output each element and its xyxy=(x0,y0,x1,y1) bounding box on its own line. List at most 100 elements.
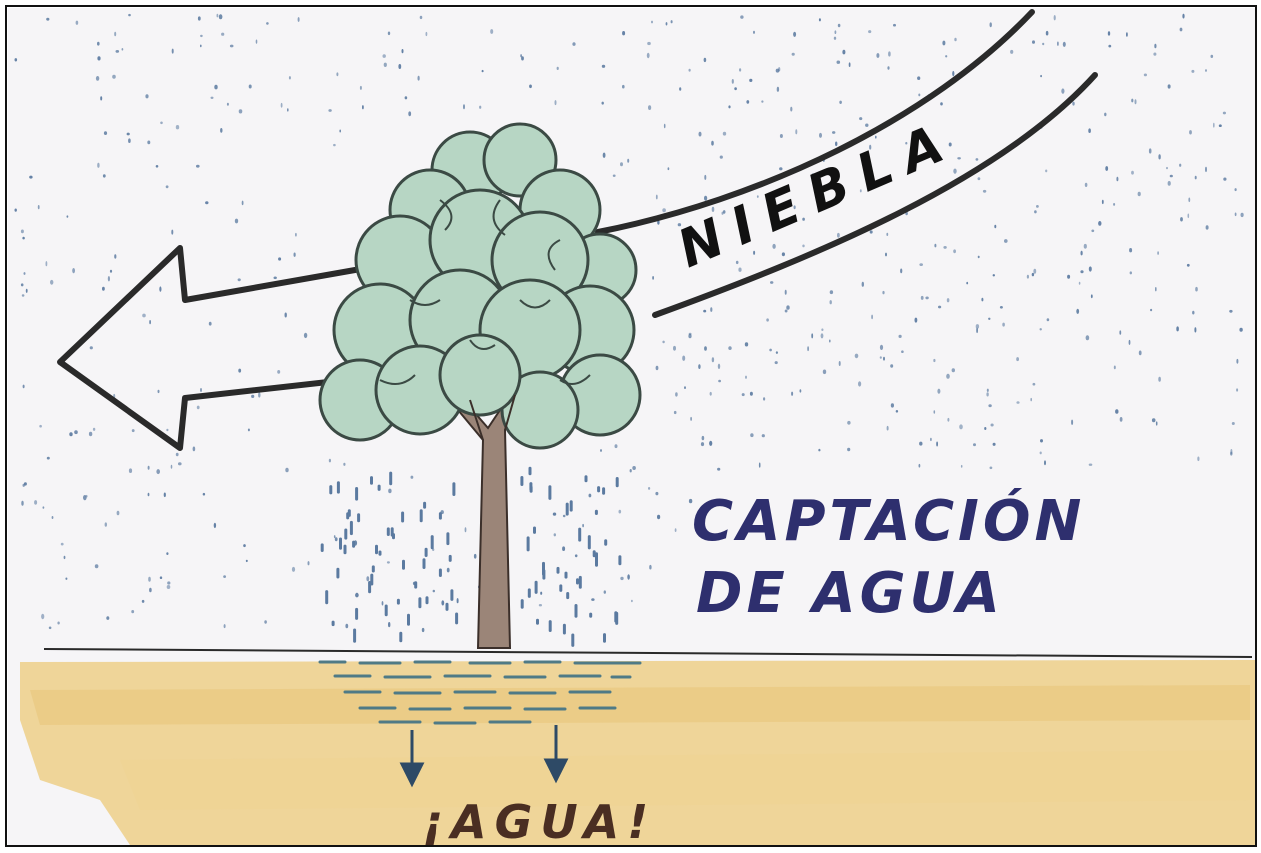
fog-dot xyxy=(753,30,755,34)
fog-dot xyxy=(14,58,18,62)
fog-dot xyxy=(22,236,25,240)
water-drop xyxy=(407,613,410,626)
fog-dot xyxy=(404,96,408,100)
fog-dot xyxy=(859,189,862,193)
fog-dot xyxy=(520,54,522,58)
fog-dot xyxy=(386,561,390,564)
fog-dot xyxy=(739,68,742,72)
fog-dot xyxy=(328,109,332,112)
fog-dot xyxy=(1148,148,1152,154)
fog-dot xyxy=(1167,181,1171,186)
fog-dot xyxy=(1084,182,1088,187)
fog-dot xyxy=(629,469,632,473)
fog-dot xyxy=(775,351,779,354)
fog-dot xyxy=(1030,397,1032,402)
water-drop xyxy=(325,590,329,605)
fog-dot xyxy=(795,129,798,135)
water-drop xyxy=(602,487,606,495)
fog-dot xyxy=(779,134,783,138)
fog-dot xyxy=(223,575,227,578)
fog-dot xyxy=(29,175,33,179)
fog-dot xyxy=(937,388,941,394)
fog-dot xyxy=(717,467,721,471)
fog-dot xyxy=(97,162,100,168)
fog-dot xyxy=(976,327,978,334)
fog-dot xyxy=(750,433,754,438)
fog-dot xyxy=(690,416,692,421)
fog-dot xyxy=(408,111,412,117)
water-drop xyxy=(425,596,429,605)
water-drop xyxy=(578,575,582,589)
water-drop xyxy=(566,592,570,600)
water-drop xyxy=(559,584,563,592)
fog-dot xyxy=(128,13,131,17)
picture-frame xyxy=(5,5,1257,847)
fog-dot xyxy=(303,332,308,339)
fog-dot xyxy=(1091,229,1095,233)
water-drop xyxy=(564,571,568,579)
fog-dot xyxy=(1151,418,1156,423)
water-drop xyxy=(536,618,539,625)
fog-dot xyxy=(145,94,149,99)
fog-dot xyxy=(953,249,956,254)
fog-dot xyxy=(612,174,616,177)
fog-dot xyxy=(1119,417,1123,422)
fog-dot xyxy=(790,106,793,112)
fog-dot xyxy=(946,298,950,303)
fog-dot xyxy=(662,208,666,213)
fog-dot xyxy=(930,437,932,442)
fog-dot xyxy=(957,157,961,160)
fog-dot xyxy=(901,350,904,354)
water-drop xyxy=(526,536,530,552)
fog-dot xyxy=(622,84,625,89)
fog-dot xyxy=(871,314,873,320)
fog-dot xyxy=(1053,15,1056,21)
fog-dot xyxy=(339,129,342,133)
fog-dot xyxy=(229,44,234,48)
fog-dot xyxy=(951,368,955,373)
fog-dot xyxy=(1115,409,1119,414)
fog-dot xyxy=(685,235,689,241)
fog-dot xyxy=(175,125,180,130)
water-drop xyxy=(414,581,418,589)
fog-dot xyxy=(933,410,936,414)
fog-dot xyxy=(166,552,169,555)
fog-dot xyxy=(999,306,1003,309)
fog-dot xyxy=(919,263,923,266)
fog-dot xyxy=(156,469,160,475)
water-drop xyxy=(589,612,593,618)
fog-dot xyxy=(285,467,289,473)
fog-dot xyxy=(704,195,708,201)
fog-dot xyxy=(23,272,26,275)
ground-line xyxy=(43,648,1253,658)
fog-dot xyxy=(1223,177,1227,181)
water-drop xyxy=(355,607,359,620)
fog-dot xyxy=(75,20,79,25)
fog-dot xyxy=(208,321,212,326)
fog-dot xyxy=(842,49,846,55)
water-drop xyxy=(452,482,456,496)
fog-dot xyxy=(280,102,283,108)
water-label: ¡AGUA! xyxy=(422,795,656,848)
fog-dot xyxy=(820,333,824,339)
fog-dot xyxy=(1236,358,1239,364)
fog-dot xyxy=(387,31,391,36)
fog-dot xyxy=(425,31,428,37)
fog-dot xyxy=(990,423,994,427)
fog-dot xyxy=(284,312,287,318)
underground-water xyxy=(318,660,642,725)
water-drop xyxy=(533,526,536,534)
fog-dot xyxy=(917,76,921,80)
fog-dot xyxy=(829,339,831,343)
fog-dot xyxy=(1205,166,1207,173)
fog-dot xyxy=(829,300,832,305)
fog-dot xyxy=(149,320,151,325)
fog-dot xyxy=(761,100,764,103)
fog-dot xyxy=(1128,339,1131,345)
water-drop xyxy=(339,537,342,550)
fog-dot xyxy=(556,66,559,70)
fog-dot xyxy=(1076,308,1080,314)
fog-dot xyxy=(984,427,987,430)
fog-dot xyxy=(1098,221,1102,226)
